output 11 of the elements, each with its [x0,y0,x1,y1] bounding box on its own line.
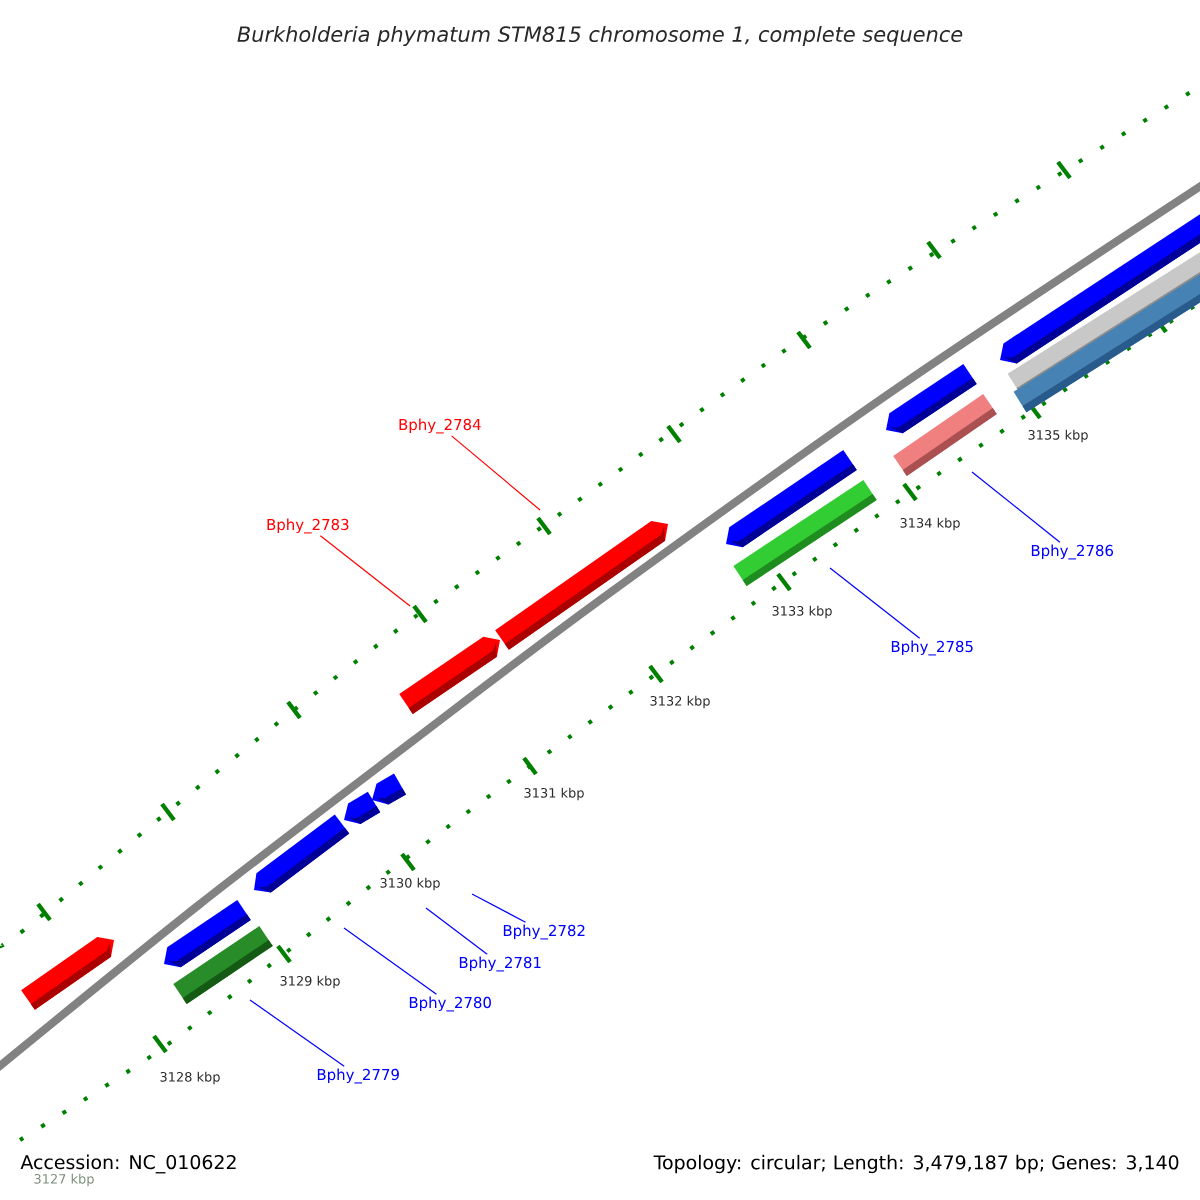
topology-text: Topology: circular; Length: 3,479,187 bp; Genes: 3,140 [653,1154,1179,1174]
title: Burkholderia phymatum STM815 chromosome 1, complete sequence [237,25,963,47]
leader-line [343,927,438,995]
leader-line [471,893,527,923]
leader-line [249,999,345,1067]
leader-line [319,535,411,607]
leader-line [829,567,921,639]
accession-text: Accession: NC_010622 [20,1154,236,1174]
leader-line [450,435,541,511]
leader-line [971,471,1061,543]
leader-line [425,907,488,955]
